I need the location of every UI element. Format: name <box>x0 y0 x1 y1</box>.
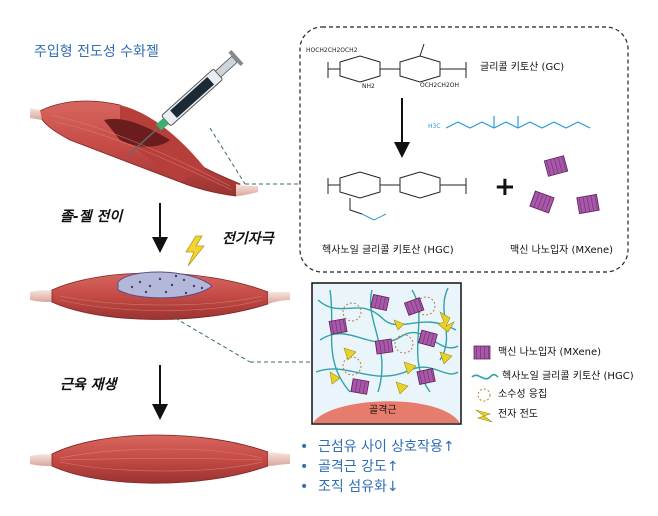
hydrogel-patch <box>117 271 213 299</box>
legend-icons <box>471 345 499 423</box>
outcome-1: 근섬유 사이 상호작용↑ <box>318 439 455 455</box>
injured-muscle <box>30 100 258 197</box>
regenerated-muscle <box>30 434 290 484</box>
connector-line-bottom <box>174 317 251 363</box>
outcome-3: 조직 섬유화↓ <box>318 479 399 495</box>
hgc-strand-icon <box>471 373 499 380</box>
wound-cavity <box>104 118 170 147</box>
outcome-bullet-2: • <box>300 459 309 475</box>
mxene-particles-top <box>529 155 600 215</box>
legend-electron-text: 전자 전도 <box>498 409 538 420</box>
mxene-icon <box>473 345 491 360</box>
figure-title: 주입형 전도성 수화젤 <box>34 44 159 60</box>
hydrophobic-icon <box>477 388 491 402</box>
hgc-label: 헥사노일 글리콜 키토산 (HGC) <box>322 245 454 256</box>
hgc-structure <box>327 171 467 221</box>
legend-mxene-text: 맥신 나노입자 (MXene) <box>498 347 602 358</box>
hexanal-label: H3C <box>428 123 441 130</box>
outcome-bullet-1: • <box>300 439 309 455</box>
gc-r-group: HOCH2CH2OCH2 <box>306 47 358 54</box>
muscle-with-hydrogel <box>30 271 290 320</box>
legend-hydrophobic-text: 소수성 응집 <box>498 389 548 400</box>
mxene-label: 맥신 나노입자 (MXene) <box>510 245 614 256</box>
gc-amine: NH2 <box>362 83 375 90</box>
step-regeneration-label: 근육 재생 <box>60 377 117 393</box>
syringe-icon <box>128 49 244 155</box>
chemistry-inset-box <box>299 26 629 273</box>
hexanal-structure <box>445 116 591 129</box>
gc-structure <box>327 43 467 83</box>
electron-arrow-icon <box>475 409 493 423</box>
legend-hgc-text: 헥사노일 글리콜 키토산 (HGC) <box>502 371 634 382</box>
hydrogel-network-inset <box>311 282 462 425</box>
outcome-2: 골격근 강도↑ <box>318 459 399 475</box>
muscle-label: 골격근 <box>369 405 397 416</box>
plus-sign: + <box>494 172 516 202</box>
step-sol-gel-label: 졸-젤 전이 <box>60 209 123 225</box>
gc-label: 글리콜 키토산 (GC) <box>480 62 565 73</box>
step-stimulation-label: 전기자극 <box>222 231 274 247</box>
outcome-bullet-3: • <box>300 479 309 495</box>
lightning-icon <box>185 235 205 267</box>
gc-r-group-b: OCH2CH2OH <box>420 82 459 89</box>
